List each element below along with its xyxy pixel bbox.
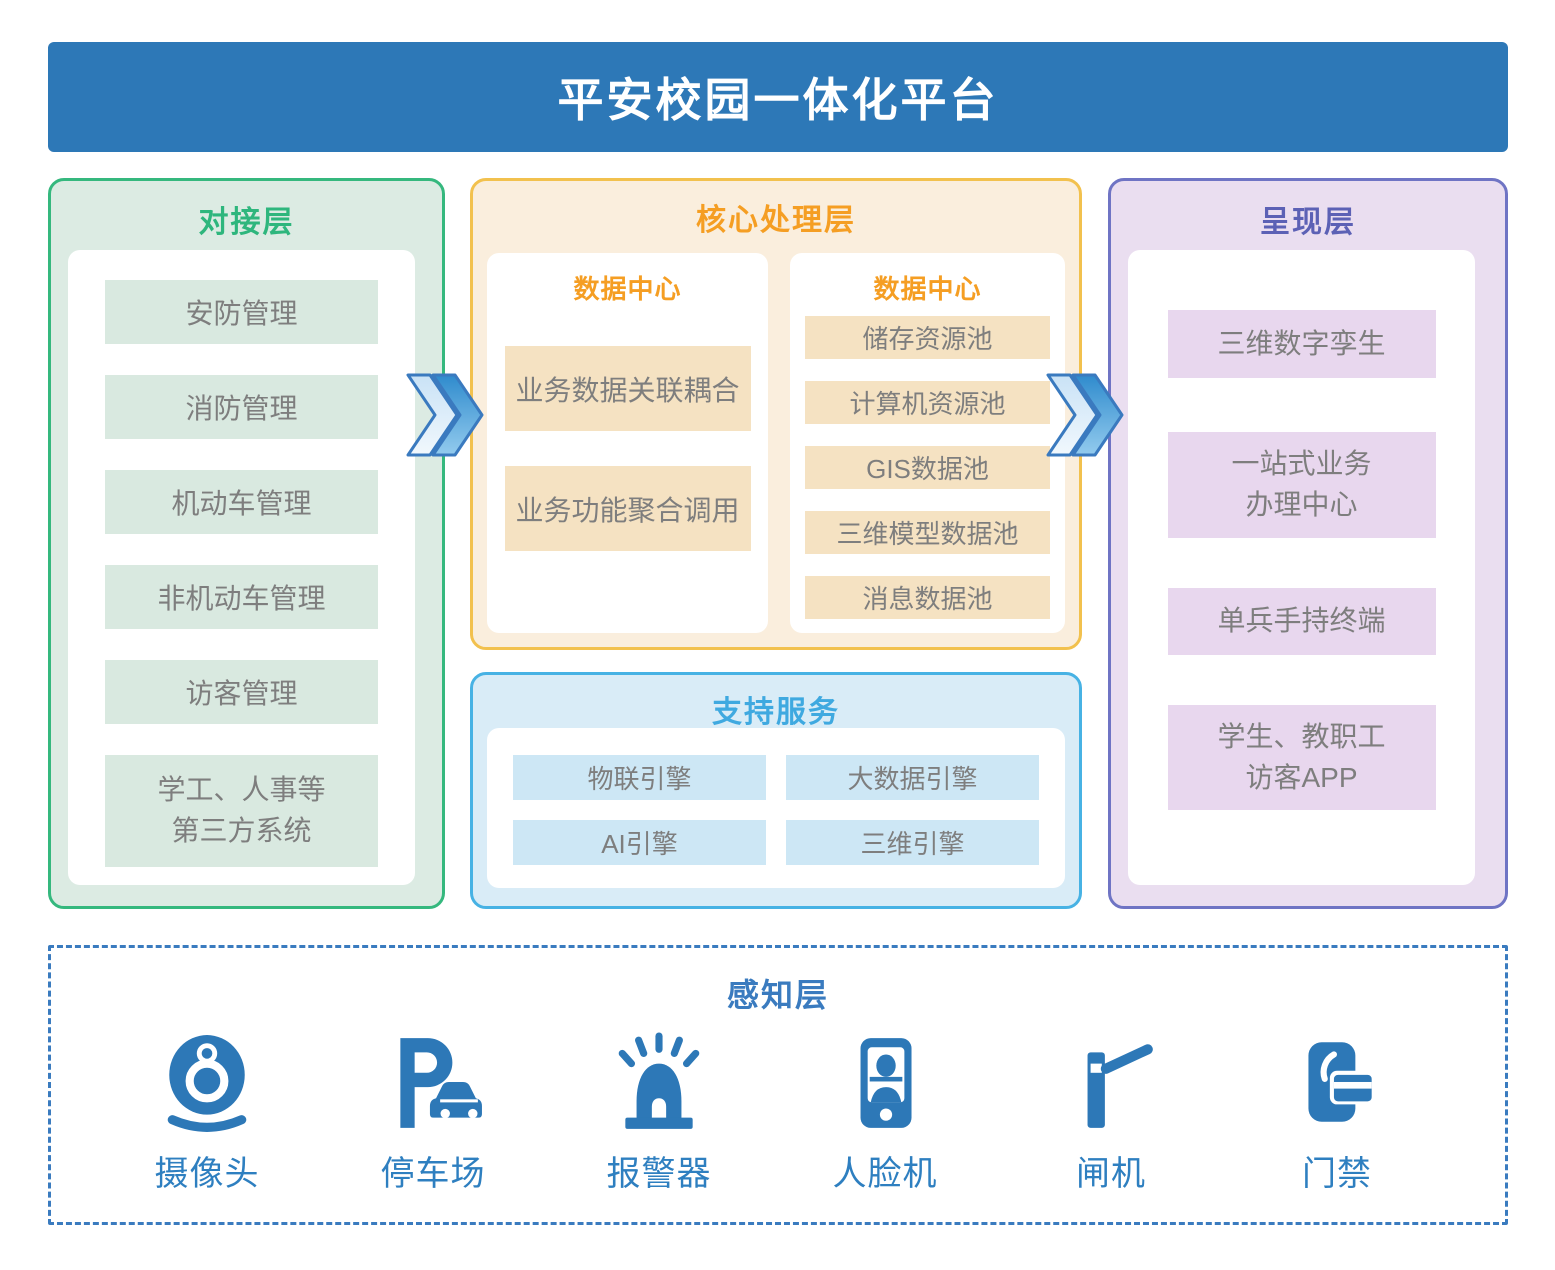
core-pool-item: GIS数据池 bbox=[805, 446, 1050, 489]
engine-item: 大数据引擎 bbox=[786, 755, 1039, 800]
flow-arrow-icon bbox=[1046, 373, 1124, 457]
device-label: 摄像头 bbox=[154, 1155, 260, 1193]
barrier-gate-icon bbox=[1087, 1044, 1153, 1128]
data-center-right-title: 数据中心 bbox=[873, 274, 982, 304]
presentation-layer-body: 三维数字孪生 一站式业务 办理中心 单兵手持终端 学生、教职工 访客APP bbox=[1128, 250, 1475, 885]
core-pool-item: 三维模型数据池 bbox=[805, 511, 1050, 554]
device-label: 人脸机 bbox=[832, 1155, 938, 1193]
support-services-title: 支持服务 bbox=[712, 696, 840, 729]
access-control-icon bbox=[1308, 1042, 1374, 1122]
integration-item: 安防管理 bbox=[105, 280, 378, 344]
platform-title-banner: 平安校园一体化平台 bbox=[48, 42, 1508, 152]
camera-icon bbox=[167, 1035, 247, 1132]
device-access-control: 门禁 bbox=[1247, 1032, 1427, 1195]
parking-icon bbox=[400, 1038, 482, 1128]
integration-item: 学工、人事等 第三方系统 bbox=[105, 755, 378, 867]
presentation-item: 一站式业务 办理中心 bbox=[1167, 432, 1436, 538]
integration-item: 访客管理 bbox=[105, 660, 378, 724]
integration-item: 非机动车管理 bbox=[105, 565, 378, 629]
presentation-layer-title: 呈现层 bbox=[1260, 206, 1356, 239]
core-pool-item: 消息数据池 bbox=[805, 576, 1050, 619]
support-services-panel: 支持服务 物联引擎 大数据引擎 AI引擎 三维引擎 bbox=[470, 672, 1082, 909]
alarm-icon bbox=[618, 1032, 700, 1129]
core-item: 业务数据关联耦合 bbox=[504, 346, 751, 431]
integration-layer-body: 安防管理 消防管理 机动车管理 非机动车管理 访客管理 学工、人事等 第三方系统 bbox=[68, 250, 415, 885]
flow-arrow-icon bbox=[406, 373, 484, 457]
page-title: 平安校园一体化平台 bbox=[557, 74, 999, 126]
device-alarm: 报警器 bbox=[569, 1032, 749, 1195]
integration-item: 消防管理 bbox=[105, 375, 378, 439]
device-face-terminal: 人脸机 bbox=[795, 1032, 975, 1195]
device-parking: 停车场 bbox=[343, 1032, 523, 1195]
engine-item: 物联引擎 bbox=[513, 755, 766, 800]
core-item: 业务功能聚合调用 bbox=[504, 466, 751, 551]
device-label: 报警器 bbox=[606, 1155, 712, 1193]
presentation-item: 学生、教职工 访客APP bbox=[1167, 705, 1436, 810]
perception-layer-title: 感知层 bbox=[726, 977, 829, 1013]
data-center-right-panel: 数据中心 储存资源池 计算机资源池 GIS数据池 三维模型数据池 消息数据池 bbox=[790, 253, 1065, 633]
engine-item: AI引擎 bbox=[513, 820, 766, 865]
presentation-item: 三维数字孪生 bbox=[1167, 310, 1436, 378]
engine-item: 三维引擎 bbox=[786, 820, 1039, 865]
device-label: 停车场 bbox=[380, 1155, 486, 1193]
core-layer-title: 核心处理层 bbox=[696, 204, 856, 237]
data-center-left-panel: 数据中心 业务数据关联耦合 业务功能聚合调用 bbox=[487, 253, 768, 633]
integration-layer-panel: 对接层 安防管理 消防管理 机动车管理 非机动车管理 访客管理 学工、人事等 第… bbox=[48, 178, 445, 909]
data-center-left-title: 数据中心 bbox=[573, 274, 682, 304]
core-pool-item: 储存资源池 bbox=[805, 316, 1050, 359]
presentation-item: 单兵手持终端 bbox=[1167, 588, 1436, 655]
presentation-layer-panel: 呈现层 三维数字孪生 一站式业务 办理中心 单兵手持终端 学生、教职工 访客AP… bbox=[1108, 178, 1508, 909]
device-label: 闸机 bbox=[1076, 1155, 1146, 1193]
core-pool-item: 计算机资源池 bbox=[805, 381, 1050, 424]
device-label: 门禁 bbox=[1302, 1155, 1372, 1193]
core-layer-panel: 核心处理层 数据中心 业务数据关联耦合 业务功能聚合调用 数据中心 储存资源池 … bbox=[470, 178, 1082, 650]
device-barrier-gate: 闸机 bbox=[1021, 1032, 1201, 1195]
perception-layer-panel: 感知层 摄像头 停车 bbox=[48, 945, 1508, 1225]
integration-item: 机动车管理 bbox=[105, 470, 378, 534]
device-camera: 摄像头 bbox=[117, 1032, 297, 1195]
support-services-body: 物联引擎 大数据引擎 AI引擎 三维引擎 bbox=[487, 728, 1065, 888]
integration-layer-title: 对接层 bbox=[198, 206, 295, 239]
face-terminal-icon bbox=[860, 1038, 912, 1128]
